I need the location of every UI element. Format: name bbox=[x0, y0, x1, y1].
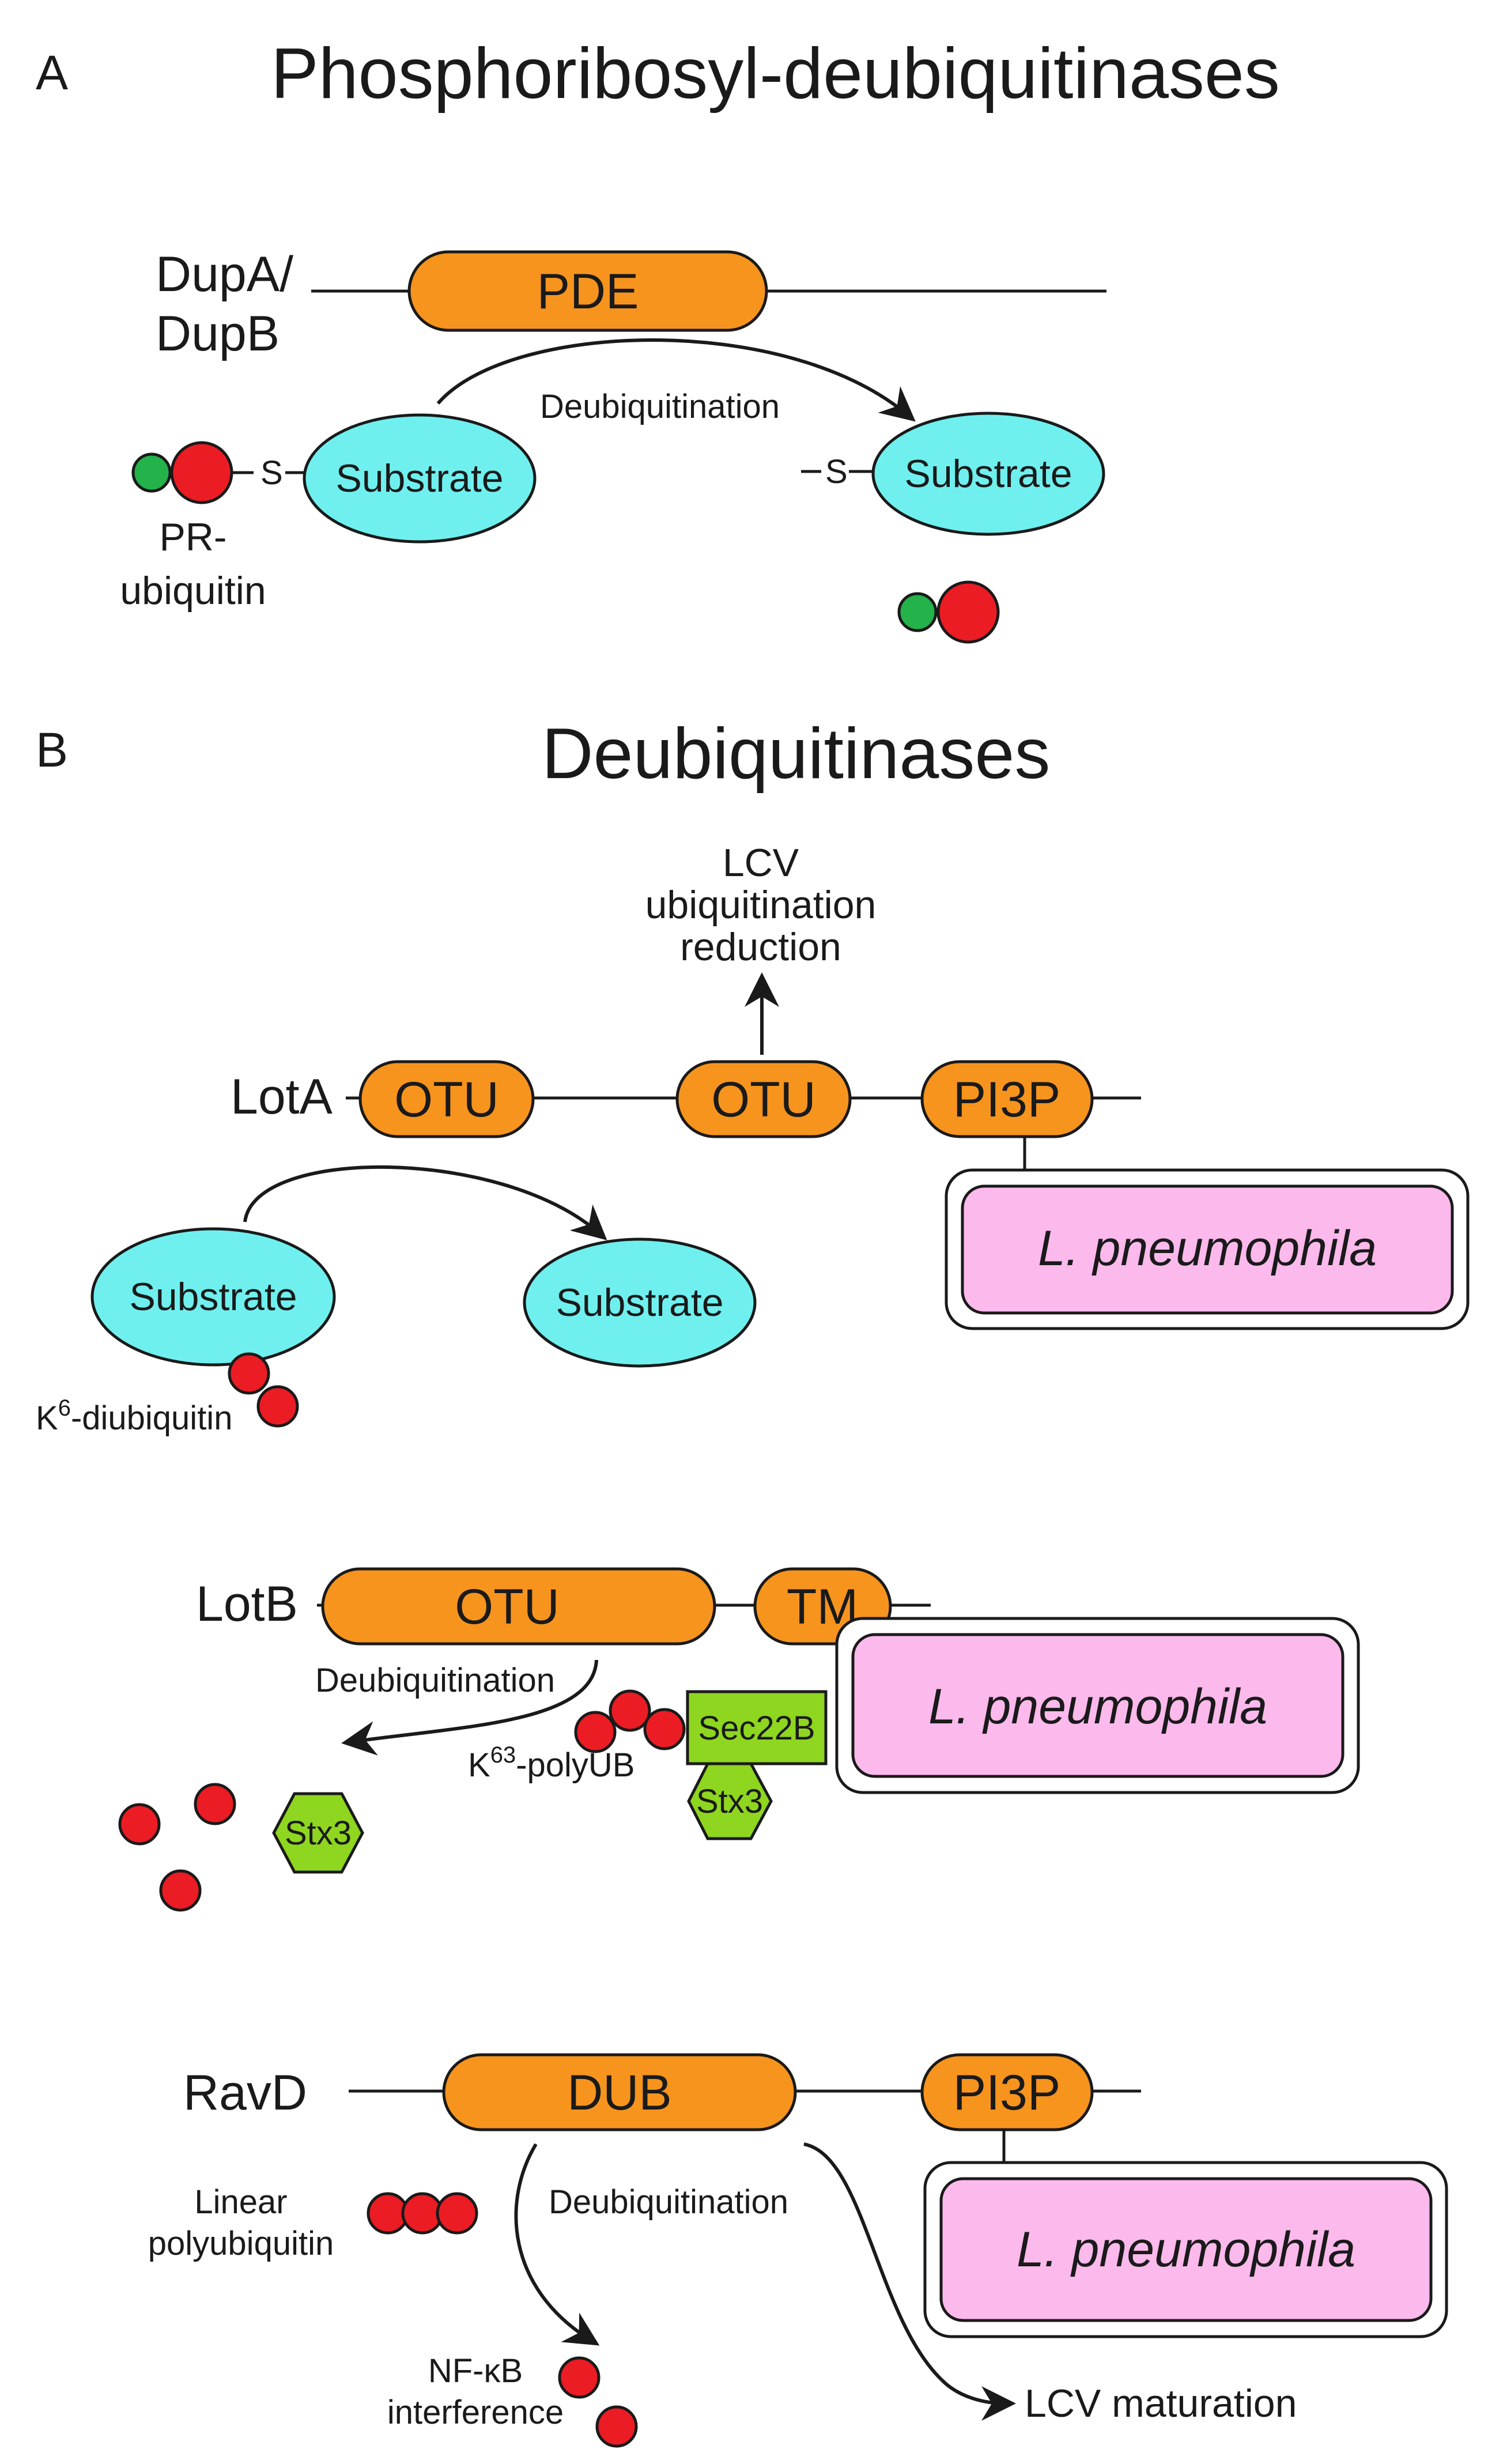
ravd-pi3p-domain bbox=[920, 2053, 1094, 2131]
lota-label: LotA bbox=[231, 1069, 333, 1125]
free-ub-1 bbox=[118, 1803, 161, 1846]
lotb-bacterium bbox=[851, 1633, 1345, 1778]
pr-ub-label-2: ubiquitin bbox=[120, 569, 266, 613]
k63-label: K63-polyUB bbox=[468, 1742, 635, 1784]
lota-deub-arrow bbox=[243, 1165, 607, 1240]
deubiquitination-label-a: Deubiquitination bbox=[540, 388, 780, 425]
k63-label-suffix: -polyUB bbox=[516, 1746, 635, 1784]
lota-effect-line2: ubiquitination bbox=[645, 883, 877, 927]
ravd-process-label: Deubiquitination bbox=[549, 2183, 788, 2221]
pde-domain-label: PDE bbox=[537, 264, 639, 319]
lotb-section: LotB OTU TM L. pneumophila Deubiquitinat… bbox=[118, 1567, 1360, 1912]
free-ub-2 bbox=[194, 1783, 236, 1825]
stx3-bound-hexagon bbox=[687, 1762, 773, 1840]
dupb-label: DupB bbox=[156, 306, 280, 361]
lota-otu-domain-1 bbox=[358, 1060, 535, 1138]
k63-ub-3 bbox=[643, 1708, 686, 1750]
panel-b: B Deubiquitinases LCV ubiquitination red… bbox=[36, 714, 1470, 2448]
panel-a-letter: A bbox=[36, 46, 68, 100]
lota-section: LCV ubiquitination reduction LotA OTU OT… bbox=[36, 841, 1470, 1437]
pde-domain bbox=[407, 250, 768, 332]
lota-substrate-left-label: Substrate bbox=[129, 1275, 297, 1319]
stx3-free-label: Stx3 bbox=[285, 1814, 352, 1852]
nfkb-line1: NF-κB bbox=[428, 2352, 523, 2390]
ravd-bacterium-label: L. pneumophila bbox=[1017, 2222, 1355, 2277]
pr-ub-label-1: PR- bbox=[159, 515, 226, 559]
k63-label-sup: 63 bbox=[490, 1742, 516, 1768]
k6-label-suffix: -diubiquitin bbox=[71, 1399, 233, 1437]
substrate-left-label-a: Substrate bbox=[335, 456, 503, 500]
ravd-linear-line2: polyubiquitin bbox=[148, 2225, 334, 2262]
ravd-maturation-arrow bbox=[803, 2142, 1016, 2421]
k63-label-prefix: K bbox=[468, 1746, 490, 1784]
deubiquitination-arrow-a bbox=[436, 338, 916, 422]
lotb-bacterium-label: L. pneumophila bbox=[928, 1679, 1267, 1734]
lotb-deub-arrow bbox=[341, 1659, 598, 1756]
free-ub-3 bbox=[159, 1869, 202, 1912]
lotb-otu-domain bbox=[321, 1567, 716, 1646]
panel-a-title: Phosphoribosyl-deubiquitinases bbox=[271, 34, 1280, 114]
panel-b-title: Deubiquitinases bbox=[542, 714, 1050, 794]
ravd-pi3p-label: PI3P bbox=[953, 2065, 1060, 2120]
ravd-linear-line1: Linear bbox=[194, 2183, 287, 2221]
stx3-bound-label: Stx3 bbox=[696, 1783, 763, 1820]
lotb-otu-label: OTU bbox=[455, 1579, 560, 1635]
lota-effect-line3: reduction bbox=[680, 925, 841, 969]
k6-label: K6-diubiquitin bbox=[36, 1395, 232, 1437]
lotb-process-label: Deubiquitination bbox=[315, 1662, 555, 1699]
released-phosphoribose bbox=[897, 592, 938, 632]
nfkb-ub-2 bbox=[595, 2405, 638, 2448]
k6-label-sup: 6 bbox=[58, 1395, 71, 1421]
linear-ub-3 bbox=[436, 2192, 478, 2235]
ravd-dub-label: DUB bbox=[567, 2065, 672, 2120]
sec22b-label: Sec22B bbox=[698, 1710, 815, 1747]
lota-substrate-left bbox=[90, 1227, 336, 1367]
sec22b-box bbox=[686, 1690, 828, 1765]
panel-b-letter: B bbox=[36, 723, 68, 777]
lota-otu-domain-2 bbox=[675, 1060, 852, 1138]
k63-ub-1 bbox=[574, 1711, 617, 1753]
ravd-dub-domain bbox=[442, 2053, 797, 2131]
lotb-label: LotB bbox=[196, 1576, 298, 1632]
released-ubiquitin bbox=[936, 580, 1000, 644]
ravd-label: RavD bbox=[183, 2065, 307, 2120]
lota-bacterium bbox=[961, 1184, 1454, 1315]
nfkb-line2: interference bbox=[387, 2394, 564, 2431]
lota-otu-label-1: OTU bbox=[394, 1072, 499, 1127]
phosphoribose-circle bbox=[131, 452, 172, 493]
lota-effect-line1: LCV bbox=[723, 841, 799, 885]
k63-ub-2 bbox=[609, 1689, 651, 1732]
lota-bacterium-label: L. pneumophila bbox=[1038, 1221, 1377, 1276]
stx3-free-hexagon bbox=[272, 1792, 364, 1874]
thioester-label-left: S bbox=[260, 454, 283, 492]
thioester-label-right: S bbox=[825, 453, 848, 490]
lota-substrate-right bbox=[523, 1237, 757, 1368]
ravd-deub-arrow bbox=[514, 2143, 600, 2346]
k6-label-prefix: K bbox=[36, 1399, 58, 1437]
k6-ub-1 bbox=[228, 1352, 270, 1395]
substrate-right-label-a: Substrate bbox=[904, 452, 1072, 496]
panel-a: A Phosphoribosyl-deubiquitinases DupA/ D… bbox=[36, 34, 1280, 644]
lota-pi3p-label: PI3P bbox=[953, 1072, 1060, 1127]
substrate-left-a bbox=[303, 413, 537, 544]
lota-substrate-right-label: Substrate bbox=[556, 1281, 723, 1325]
ubiquitin-circle bbox=[170, 441, 233, 504]
k6-ub-2 bbox=[256, 1385, 299, 1428]
ravd-bacterium bbox=[939, 2177, 1433, 2322]
lcv-maturation-label: LCV maturation bbox=[1025, 2382, 1297, 2425]
ravd-section: RavD DUB PI3P L. pneumophila Linear poly… bbox=[148, 2053, 1448, 2448]
substrate-right-a bbox=[871, 412, 1105, 536]
nfkb-ub-1 bbox=[558, 2356, 601, 2399]
lota-pi3p-domain bbox=[920, 1060, 1094, 1138]
lota-otu-label-2: OTU bbox=[711, 1072, 816, 1127]
dupa-label: DupA/ bbox=[156, 247, 293, 302]
